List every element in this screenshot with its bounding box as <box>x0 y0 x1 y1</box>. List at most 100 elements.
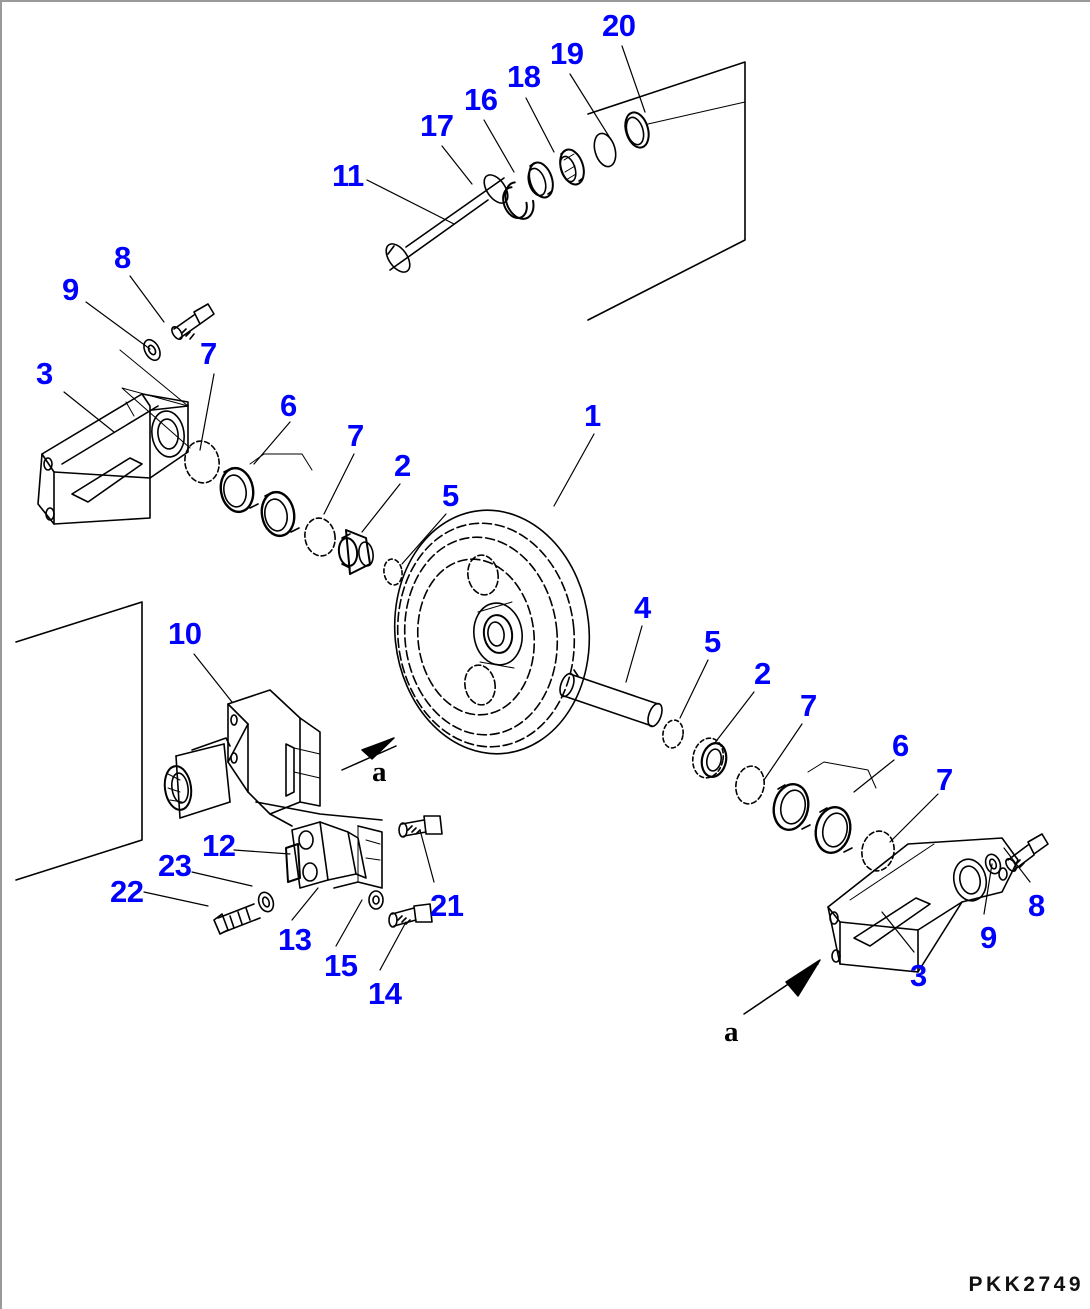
callout-3-23: 3 <box>910 958 927 993</box>
callout-16-3: 16 <box>464 82 498 117</box>
leader-line-4-15 <box>625 625 643 683</box>
section-mark-a-1: a <box>724 1016 739 1048</box>
upper-reference-panel <box>587 61 746 321</box>
part-16-spacer-ring <box>527 161 554 199</box>
part-14-bolt-small <box>388 903 433 928</box>
part-9-washer-left <box>143 338 161 362</box>
callout-2-17: 2 <box>754 656 771 691</box>
leader-line-11-5 <box>366 179 455 225</box>
callout-20-0: 20 <box>602 8 636 43</box>
leader-line-1-14 <box>553 433 595 507</box>
callout-7-18: 7 <box>800 688 817 723</box>
leader-line-5-13 <box>401 513 447 565</box>
part-13-bracket-small <box>319 821 383 889</box>
callout-leader-lines <box>63 45 1031 971</box>
leader-line-3-23 <box>881 911 915 953</box>
part-10-idler-yoke <box>163 689 383 827</box>
leader-line-7-20 <box>889 793 939 843</box>
leader-line-13-28 <box>291 887 319 921</box>
part-3-support-bracket-right <box>827 837 1019 973</box>
lower-reference-panel <box>15 601 143 881</box>
part-5-seal-ring-right <box>662 719 684 749</box>
callout-7-20: 7 <box>936 762 953 797</box>
leader-line-17-4 <box>441 145 473 185</box>
part-2-bushing-left <box>337 529 374 575</box>
part-7-oring-left-outer <box>184 440 220 484</box>
leader-line-21-31 <box>419 829 435 883</box>
callout-5-13: 5 <box>442 478 459 513</box>
callout-1-14: 1 <box>584 398 601 433</box>
callout-7-11: 7 <box>347 418 364 453</box>
section-arrow-a-right <box>743 959 821 1015</box>
leader-line-10-24 <box>193 653 233 703</box>
leader-line-16-3 <box>483 119 515 173</box>
callout-13-28: 13 <box>278 922 312 957</box>
part-17-snap-ring <box>502 181 535 220</box>
part-23-washer-medium <box>257 891 275 913</box>
part-22-bolt-long <box>213 903 261 935</box>
callout-18-2: 18 <box>507 59 541 94</box>
part-21-bolt-medium <box>398 815 443 838</box>
callout-22-27: 22 <box>110 874 144 909</box>
leader-line-22-27 <box>143 891 209 907</box>
callout-9-7: 9 <box>62 272 79 307</box>
callout-8-21: 8 <box>1028 888 1045 923</box>
part-5-seal-ring-left <box>383 558 403 586</box>
leader-line-8-21 <box>1003 847 1031 883</box>
leader-line-15-29 <box>335 899 363 947</box>
part-12-plate <box>285 821 329 889</box>
callout-12-25: 12 <box>202 828 236 863</box>
leader-line-3-8 <box>63 391 115 433</box>
part-2-bushing-right <box>691 737 728 779</box>
leader-line-2-17 <box>713 691 755 745</box>
callout-7-9: 7 <box>200 336 217 371</box>
callout-11-5: 11 <box>332 158 364 193</box>
callout-6-19: 6 <box>892 728 909 763</box>
part-11-long-pin <box>385 174 509 273</box>
drawing-number: PKK2749 <box>968 1273 1084 1296</box>
leader-line-8-6 <box>129 275 165 323</box>
callout-19-1: 19 <box>550 36 584 71</box>
leader-line-7-9 <box>199 373 215 451</box>
leader-line-7-18 <box>763 723 803 781</box>
part-9-washer-right <box>984 853 1002 875</box>
callout-17-4: 17 <box>420 108 454 143</box>
part-7-oring-right-outer <box>735 765 765 805</box>
part-4-short-pin <box>559 669 663 728</box>
leader-line-7-11 <box>323 453 355 515</box>
part-19-retaining-ring <box>593 132 617 168</box>
callout-4-15: 4 <box>634 590 651 625</box>
leader-line-6-19 <box>853 759 895 793</box>
part-7-oring-left-inner <box>304 517 336 557</box>
callout-2-12: 2 <box>394 448 411 483</box>
leader-line-9-7 <box>85 301 151 350</box>
part-15-washer-small <box>368 890 384 910</box>
callout-3-8: 3 <box>36 356 53 391</box>
section-arrow-a-left <box>341 737 397 771</box>
callout-8-6: 8 <box>114 240 131 275</box>
leader-line-23-26 <box>191 871 253 887</box>
callout-21-31: 21 <box>430 888 464 923</box>
callout-15-29: 15 <box>324 948 358 983</box>
part-1-idler-wheel <box>393 509 591 755</box>
part-3-support-bracket-left <box>37 393 189 525</box>
callout-5-16: 5 <box>704 624 721 659</box>
part-6-floating-seal-left <box>219 466 300 538</box>
leader-line-20-0 <box>621 45 646 113</box>
callout-10-24: 10 <box>168 616 202 651</box>
leader-line-12-25 <box>233 849 291 855</box>
part-8-bolt-right <box>1005 833 1049 873</box>
callout-6-10: 6 <box>280 388 297 423</box>
leader-line-5-16 <box>679 659 709 719</box>
callout-9-22: 9 <box>980 920 997 955</box>
part-8-bolt-left <box>171 303 215 341</box>
leader-line-18-2 <box>525 97 555 153</box>
callout-14-30: 14 <box>368 976 402 1011</box>
part-6-floating-seal-right <box>772 783 853 854</box>
part-20-cover-ring <box>624 111 650 149</box>
leader-line-14-30 <box>379 921 407 971</box>
leader-line-6-10 <box>253 421 291 465</box>
leader-line-19-1 <box>569 73 611 139</box>
